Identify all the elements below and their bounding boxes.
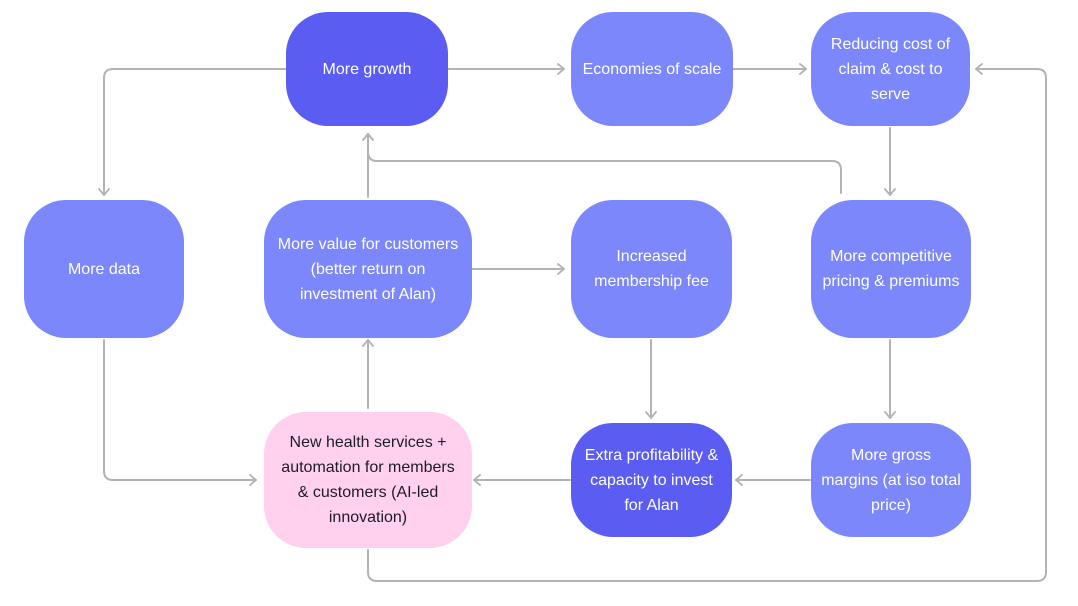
- node-gross-margins-label: More gross margins (at iso total price): [821, 446, 961, 514]
- node-health-services: New health services + automation for mem…: [264, 412, 472, 548]
- arrow-services-to-reducing-cost: [367, 63, 1047, 582]
- arrow-pricing-to-growth: [362, 133, 842, 194]
- node-reducing-cost-label: Reducing cost of claim & cost to serve: [830, 35, 951, 103]
- node-competitive-pricing-label: More competitive pricing & premiums: [822, 248, 960, 290]
- node-gross-margins: More gross margins (at iso total price): [811, 423, 971, 537]
- node-competitive-pricing: More competitive pricing & premiums: [811, 200, 971, 338]
- node-increased-fee: Increased membership fee: [571, 200, 732, 338]
- node-more-data-label: More data: [67, 260, 141, 278]
- arrow-data-to-services: [103, 339, 257, 486]
- node-increased-fee-label: Increased membership fee: [594, 248, 709, 290]
- node-economies-of-scale: Economies of scale: [571, 12, 733, 126]
- node-more-value-label: More value for customers (better return …: [277, 235, 459, 303]
- node-more-data: More data: [24, 200, 184, 338]
- node-more-growth: More growth: [286, 12, 448, 126]
- node-extra-profitability-label: Extra profitability & capacity to invest…: [584, 446, 719, 514]
- arrow-growth-to-data: [98, 68, 287, 196]
- node-more-growth-label: More growth: [322, 60, 412, 78]
- node-economies-of-scale-label: Economies of scale: [582, 60, 722, 78]
- node-reducing-cost: Reducing cost of claim & cost to serve: [811, 12, 970, 126]
- node-extra-profitability: Extra profitability & capacity to invest…: [571, 423, 732, 537]
- node-more-value: More value for customers (better return …: [264, 200, 472, 338]
- node-health-services-label: New health services + automation for mem…: [281, 434, 455, 526]
